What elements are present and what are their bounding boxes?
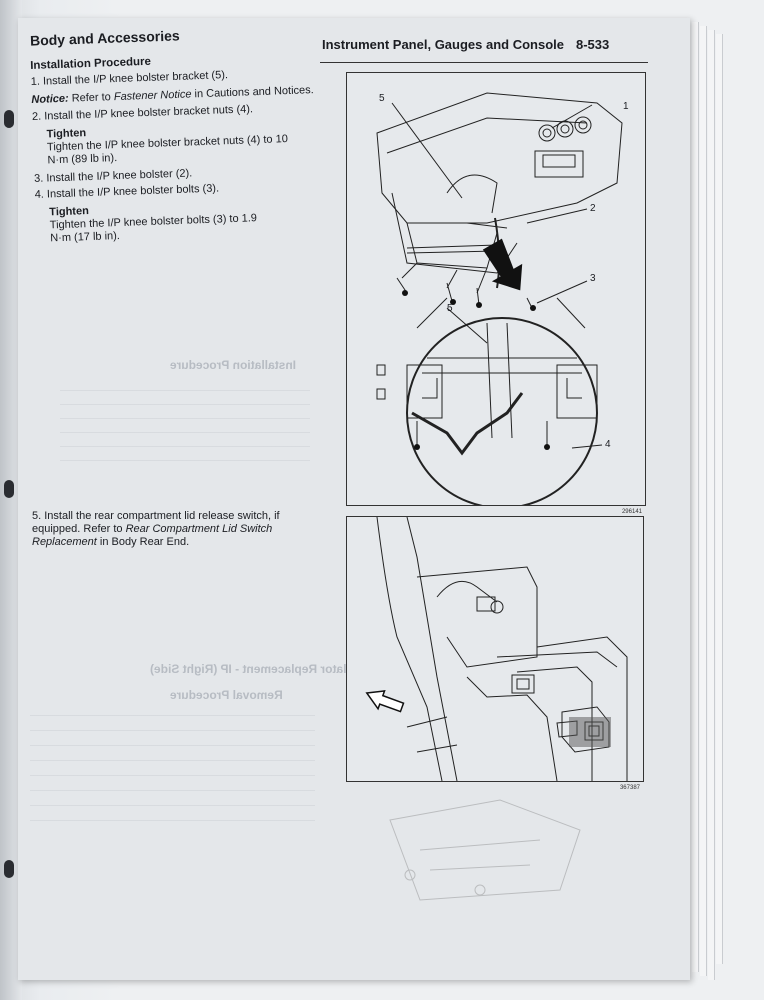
bleed-through-lines (60, 382, 310, 462)
bleed-through-illustration (380, 790, 600, 910)
bleed-through-drawing (389, 799, 581, 901)
fastener-notice-link[interactable]: Fastener Notice (113, 88, 192, 104)
page-stack-edge (692, 22, 699, 972)
callout-5: 5 (379, 93, 385, 104)
callout-3: 3 (590, 273, 596, 284)
procedure-block: Installation Procedure 1. Install the I/… (30, 50, 326, 246)
step-5-text: 5. Install the rear compartment lid rele… (32, 510, 280, 535)
bleed-through-heading: Removal Procedure (170, 688, 283, 702)
header-rule (320, 62, 648, 63)
binding-hole (4, 110, 14, 128)
callout-4: 4 (605, 439, 611, 450)
notice-text: in Cautions and Notices. (191, 84, 314, 101)
binding-hole (4, 860, 14, 878)
page-stack-edge (716, 34, 723, 964)
callout-5: 5 (447, 303, 453, 314)
callout-1: 1 (623, 101, 629, 112)
chapter-title: Instrument Panel, Gauges and Console (322, 37, 564, 52)
figure-id: 296141 (621, 509, 642, 515)
step-5-text: in Body Rear End. (96, 536, 190, 548)
page-stack-edge (708, 30, 715, 980)
page-stack-edge (700, 26, 707, 976)
notice-text: Refer to (68, 91, 115, 105)
lid-switch-figure: 367387 (346, 516, 644, 791)
book-binding (0, 0, 22, 1000)
page-header: Instrument Panel, Gauges and Console 8-53… (322, 37, 609, 52)
page-number: 8-533 (576, 37, 610, 52)
bleed-through-heading: Insulator Replacement - IP (Right Side) (150, 662, 372, 676)
knee-bolster-figure: 5 1 2 3 5 4 296141 (346, 72, 646, 515)
figure-id: 367387 (619, 785, 640, 791)
knee-bolster-illustration (376, 92, 623, 509)
rear-lid-switch-link[interactable]: Rear Compartment Lid Switch Replacement (32, 523, 273, 548)
lid-switch-illustration (365, 516, 628, 782)
binding-hole (4, 480, 14, 498)
notice-label: Notice: (31, 92, 69, 106)
bleed-through-heading: Installation Procedure (170, 358, 297, 372)
step-5: 5. Install the rear compartment lid rele… (32, 510, 312, 549)
callout-2: 2 (590, 203, 596, 214)
bleed-through-lines (30, 706, 315, 830)
